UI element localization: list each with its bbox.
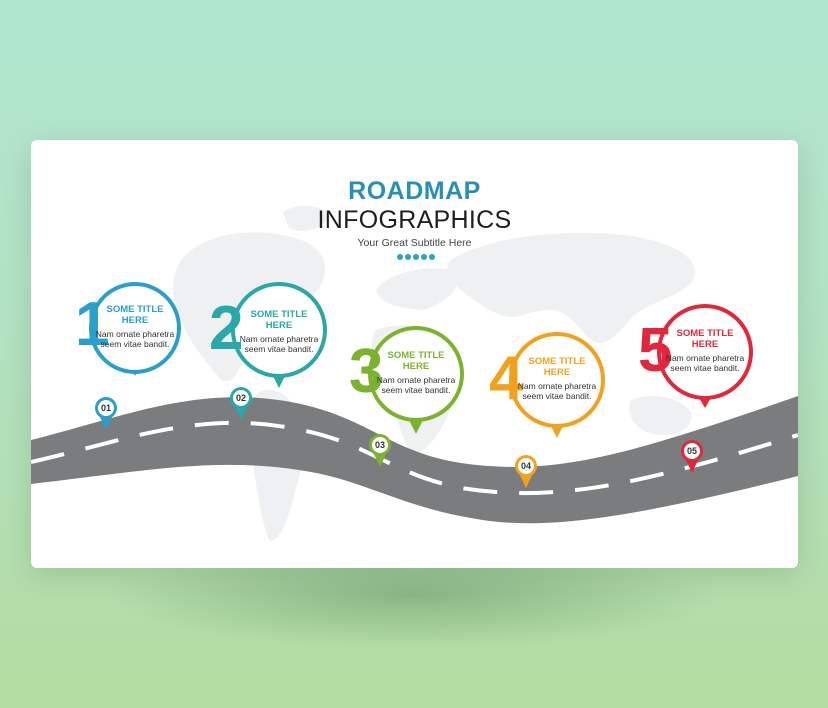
step-1-title: SOME TITLE HERE [106, 304, 164, 326]
title-infographics: INFOGRAPHICS [317, 206, 512, 234]
step-3-pin-label: 03 [374, 440, 385, 450]
step-4-text: SOME TITLE HERE Nam ornate pharetra seem… [517, 356, 597, 401]
slide: ROADMAP INFOGRAPHICS Your Great Subtitle… [31, 140, 798, 568]
slide-graphics [31, 205, 798, 541]
step-5-pin-label: 05 [686, 446, 697, 456]
step-4-title: SOME TITLE HERE [528, 356, 586, 378]
step-1-body: Nam ornate pharetra seem vitae bandit. [95, 329, 175, 349]
step-5-number: 5 [638, 316, 673, 385]
step-5-text: SOME TITLE HERE Nam ornate pharetra seem… [665, 328, 745, 373]
step-2-number: 2 [209, 294, 244, 363]
step-2-body: Nam ornate pharetra seem vitae bandit. [239, 334, 319, 354]
step-4-bubble [509, 332, 605, 438]
step-1-text: SOME TITLE HERE Nam ornate pharetra seem… [95, 304, 175, 349]
step-2-pin-label: 02 [235, 393, 246, 403]
step-3-bubble [368, 326, 464, 434]
road [31, 396, 798, 524]
step-4-pin[interactable] [515, 455, 537, 488]
step-5-pin[interactable] [681, 440, 703, 473]
step-3-body: Nam ornate pharetra seem vitae bandit. [376, 375, 456, 395]
step-3-number: 3 [349, 337, 384, 406]
step-2-bubble [231, 282, 327, 388]
step-5-body: Nam ornate pharetra seem vitae bandit. [665, 353, 745, 373]
step-2-title: SOME TITLE HERE [250, 309, 308, 331]
step-5-bubble [657, 304, 753, 408]
step-3-text: SOME TITLE HERE Nam ornate pharetra seem… [376, 350, 456, 395]
step-1-bubble [89, 282, 181, 376]
step-1-number: 1 [75, 290, 110, 359]
step-2-text: SOME TITLE HERE Nam ornate pharetra seem… [239, 309, 319, 354]
step-3-title: SOME TITLE HERE [387, 350, 445, 372]
step-4-body: Nam ornate pharetra seem vitae bandit. [517, 381, 597, 401]
subtitle: Your Great Subtitle Here [357, 237, 472, 249]
step-4-number: 4 [489, 344, 524, 413]
title-roadmap: ROADMAP [348, 177, 481, 205]
road-lane-markings [31, 420, 798, 496]
step-2-pin[interactable] [230, 387, 252, 420]
step-3-pin[interactable] [369, 434, 391, 467]
step-1-pin-label: 01 [100, 403, 111, 413]
step-5-title: SOME TITLE HERE [676, 328, 734, 350]
decorative-dots [397, 254, 435, 260]
step-4-pin-label: 04 [520, 461, 531, 471]
step-1-pin[interactable] [95, 397, 117, 430]
